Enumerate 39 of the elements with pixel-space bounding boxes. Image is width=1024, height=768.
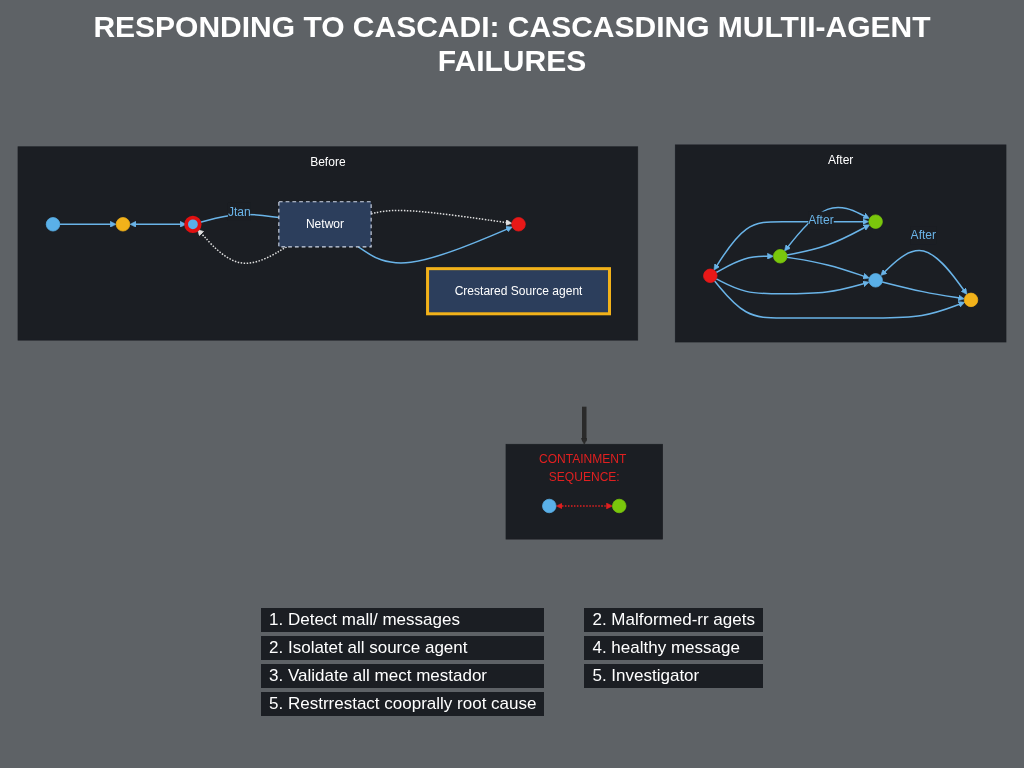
title: RESPONDING TO CASCADI: CASCASDING MULTII-AGENT FAILURES [92, 10, 932, 78]
edge-label: After [910, 228, 937, 242]
arrow [713, 280, 965, 319]
arrow [357, 226, 513, 264]
arrow [784, 206, 870, 252]
arrow [59, 220, 117, 228]
node-person [45, 217, 61, 232]
list-item: 5. Restrrestact cooprally root cause [261, 692, 545, 716]
edge-label: Jtan [227, 205, 251, 218]
arrow [129, 220, 187, 228]
node-person [773, 249, 788, 264]
node-person [115, 217, 131, 232]
arrow [786, 224, 870, 256]
node-person [868, 273, 883, 288]
list-item: 1. Detect mall/ messages [261, 608, 545, 632]
list-item: 5. Investigator [584, 664, 763, 688]
arrow [786, 256, 870, 280]
node-person [703, 268, 718, 283]
node-person [963, 292, 979, 308]
arrow [197, 228, 288, 264]
node-person [612, 498, 627, 514]
arrow [715, 278, 870, 295]
arrow [880, 249, 968, 295]
node-person [542, 498, 557, 514]
list-item: 2. Malformed-rr agets [584, 608, 763, 632]
node-person [511, 217, 526, 232]
arrow [715, 252, 774, 274]
list-item: 4. healthy message [584, 636, 763, 660]
node-box: Networ [278, 201, 372, 248]
edge-label: After [808, 213, 834, 227]
node-box: Crestared Source agent [426, 267, 611, 316]
arrow [580, 406, 588, 445]
list-item: 3. Validate all mect mestador [261, 664, 545, 688]
arrow [881, 281, 965, 302]
arrow [556, 502, 613, 510]
list-item: 2. Isolatet all source agent [261, 636, 545, 660]
node-person [184, 215, 202, 233]
cluster: CONTAINMENT SEQUENCE: [505, 443, 663, 540]
node-person [868, 214, 883, 229]
